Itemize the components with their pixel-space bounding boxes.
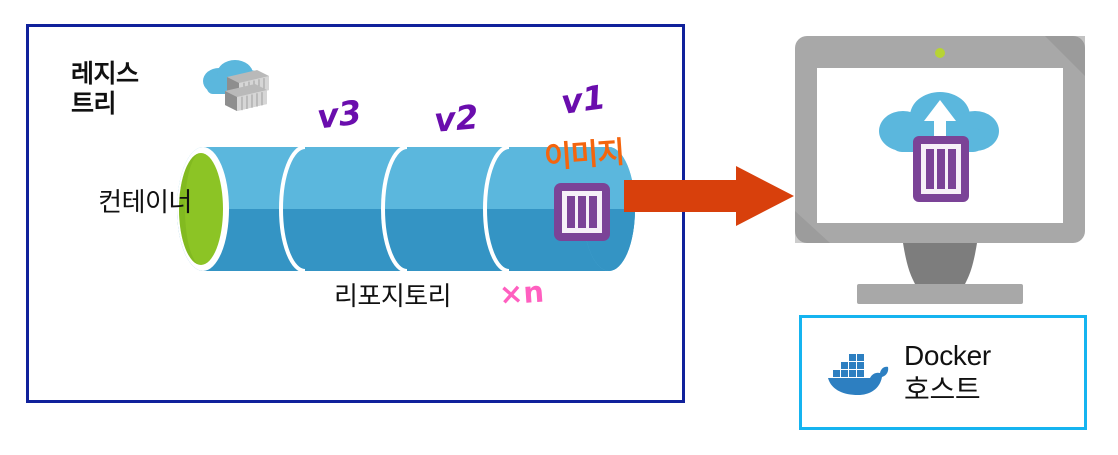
- annotation-v2: v2: [432, 97, 481, 140]
- pull-arrow: [624, 166, 794, 226]
- cloud-containers-icon: [203, 60, 269, 111]
- repository-cylinder: [177, 145, 635, 273]
- annotation-v3: v3: [314, 92, 364, 137]
- annotation-v1: v1: [558, 77, 608, 122]
- webcam-indicator: [935, 48, 945, 58]
- docker-whale-icon: [828, 353, 889, 395]
- annotation-image: 이미지: [543, 135, 626, 176]
- docker-host-card: Docker 호스트: [799, 315, 1087, 430]
- monitor: [795, 36, 1085, 304]
- container-image-icon: [554, 183, 610, 241]
- cloud-upload-container-icon: [879, 92, 999, 202]
- repository-label: 리포지토리: [334, 281, 452, 311]
- registry-container: 레지스 트리: [26, 24, 685, 403]
- annotation-repository-multiplier: ×n: [497, 274, 546, 312]
- registry-title: 레지스 트리: [71, 60, 139, 118]
- docker-host-label: Docker 호스트: [904, 339, 991, 405]
- monitor-screen-label: 컨테이너: [98, 187, 192, 217]
